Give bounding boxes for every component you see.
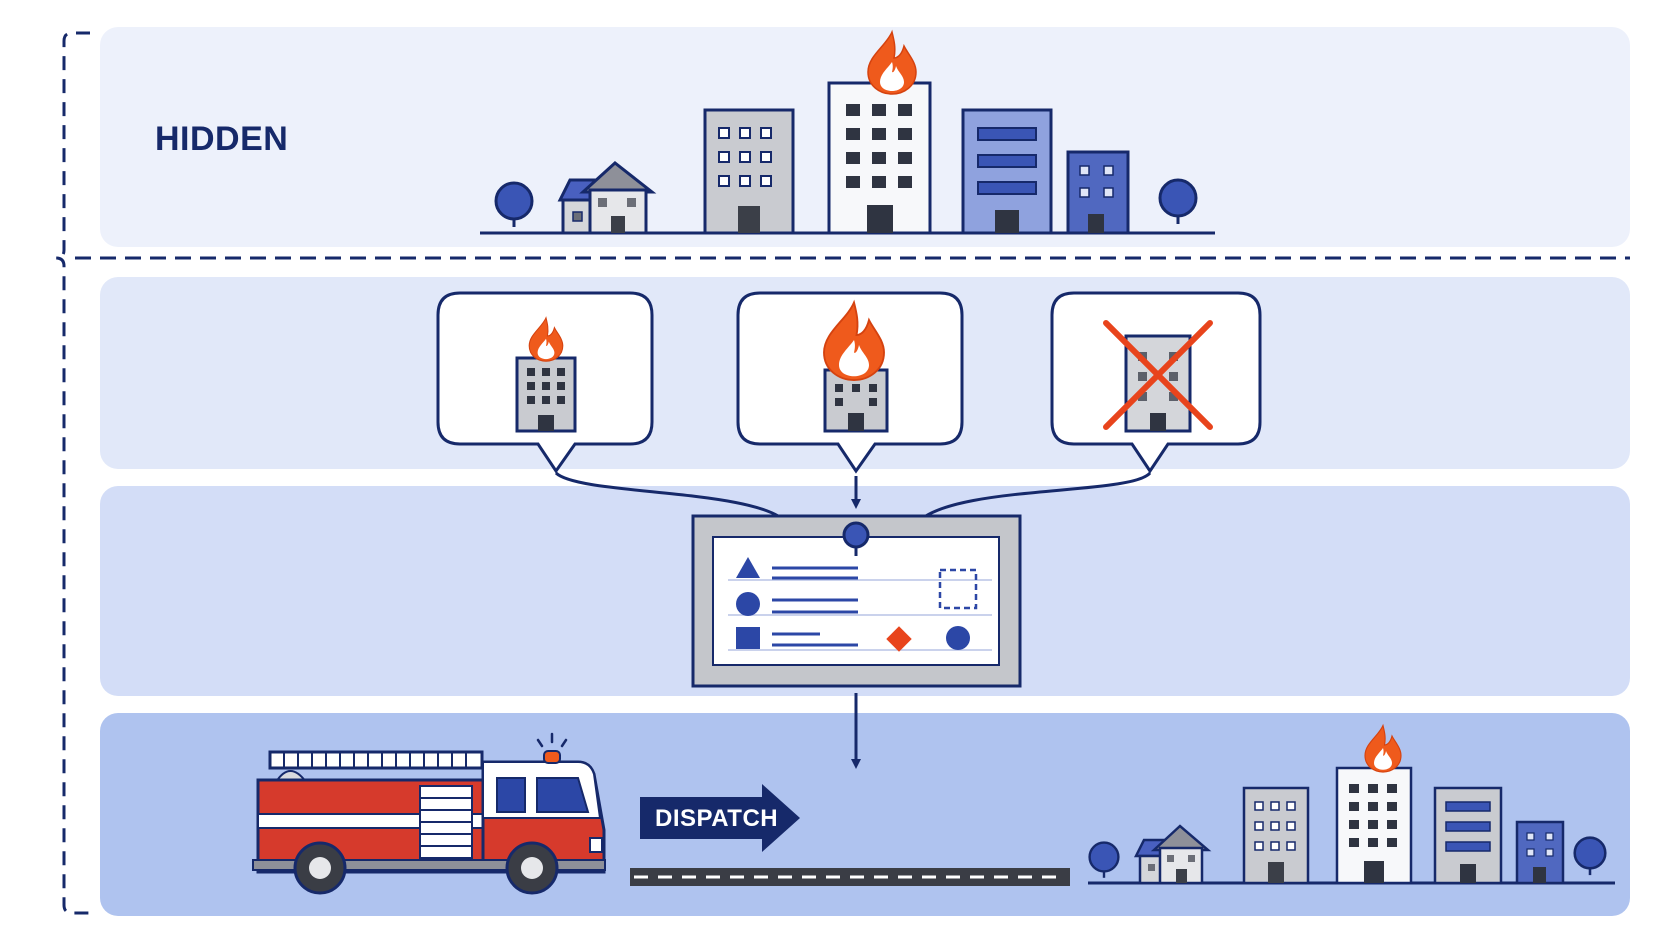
- empty-slot-marker: [938, 568, 978, 610]
- road: [630, 868, 1070, 886]
- report-connectors: [554, 471, 1152, 528]
- square-marker: [736, 627, 760, 649]
- tree-icon: [494, 181, 534, 229]
- burning-building-icon: [1335, 766, 1413, 885]
- building-icon: [1515, 820, 1565, 885]
- triangle-marker: [736, 557, 760, 578]
- phase-bracket: [55, 31, 90, 915]
- flame-icon: [1364, 724, 1402, 773]
- report-bubble-no-fire: [1050, 291, 1262, 474]
- building-icon: [1066, 150, 1130, 235]
- cross-icon: [1103, 320, 1213, 430]
- hidden-city-skyline: [480, 31, 1215, 235]
- building-icon: [515, 356, 577, 433]
- building-icon: [703, 108, 795, 235]
- tree-icon: [1158, 178, 1198, 226]
- hidden-label: HIDDEN: [155, 120, 289, 158]
- flame-icon: [867, 31, 917, 95]
- building-icon: [961, 108, 1053, 235]
- tree-icon: [1088, 841, 1120, 879]
- dispatch-label: DISPATCH: [655, 805, 779, 832]
- report-bubble-large-fire: [736, 291, 964, 474]
- destination-city-skyline: [1088, 724, 1615, 885]
- burning-building-icon: [827, 81, 932, 235]
- house-icon: [1150, 824, 1212, 885]
- dispatch-arrow-icon: [640, 784, 800, 852]
- house-icon: [579, 161, 657, 235]
- pin-icon: [842, 521, 870, 556]
- building-icon: [1433, 786, 1503, 885]
- building-icon: [1242, 786, 1310, 885]
- incident-board: [691, 514, 1022, 688]
- diamond-marker: [886, 626, 912, 652]
- circle-marker: [736, 592, 760, 616]
- circle-marker: [946, 626, 970, 650]
- report-bubble-small-fire: [436, 291, 654, 474]
- tree-icon: [1573, 836, 1607, 877]
- fire-truck-icon: [252, 732, 606, 895]
